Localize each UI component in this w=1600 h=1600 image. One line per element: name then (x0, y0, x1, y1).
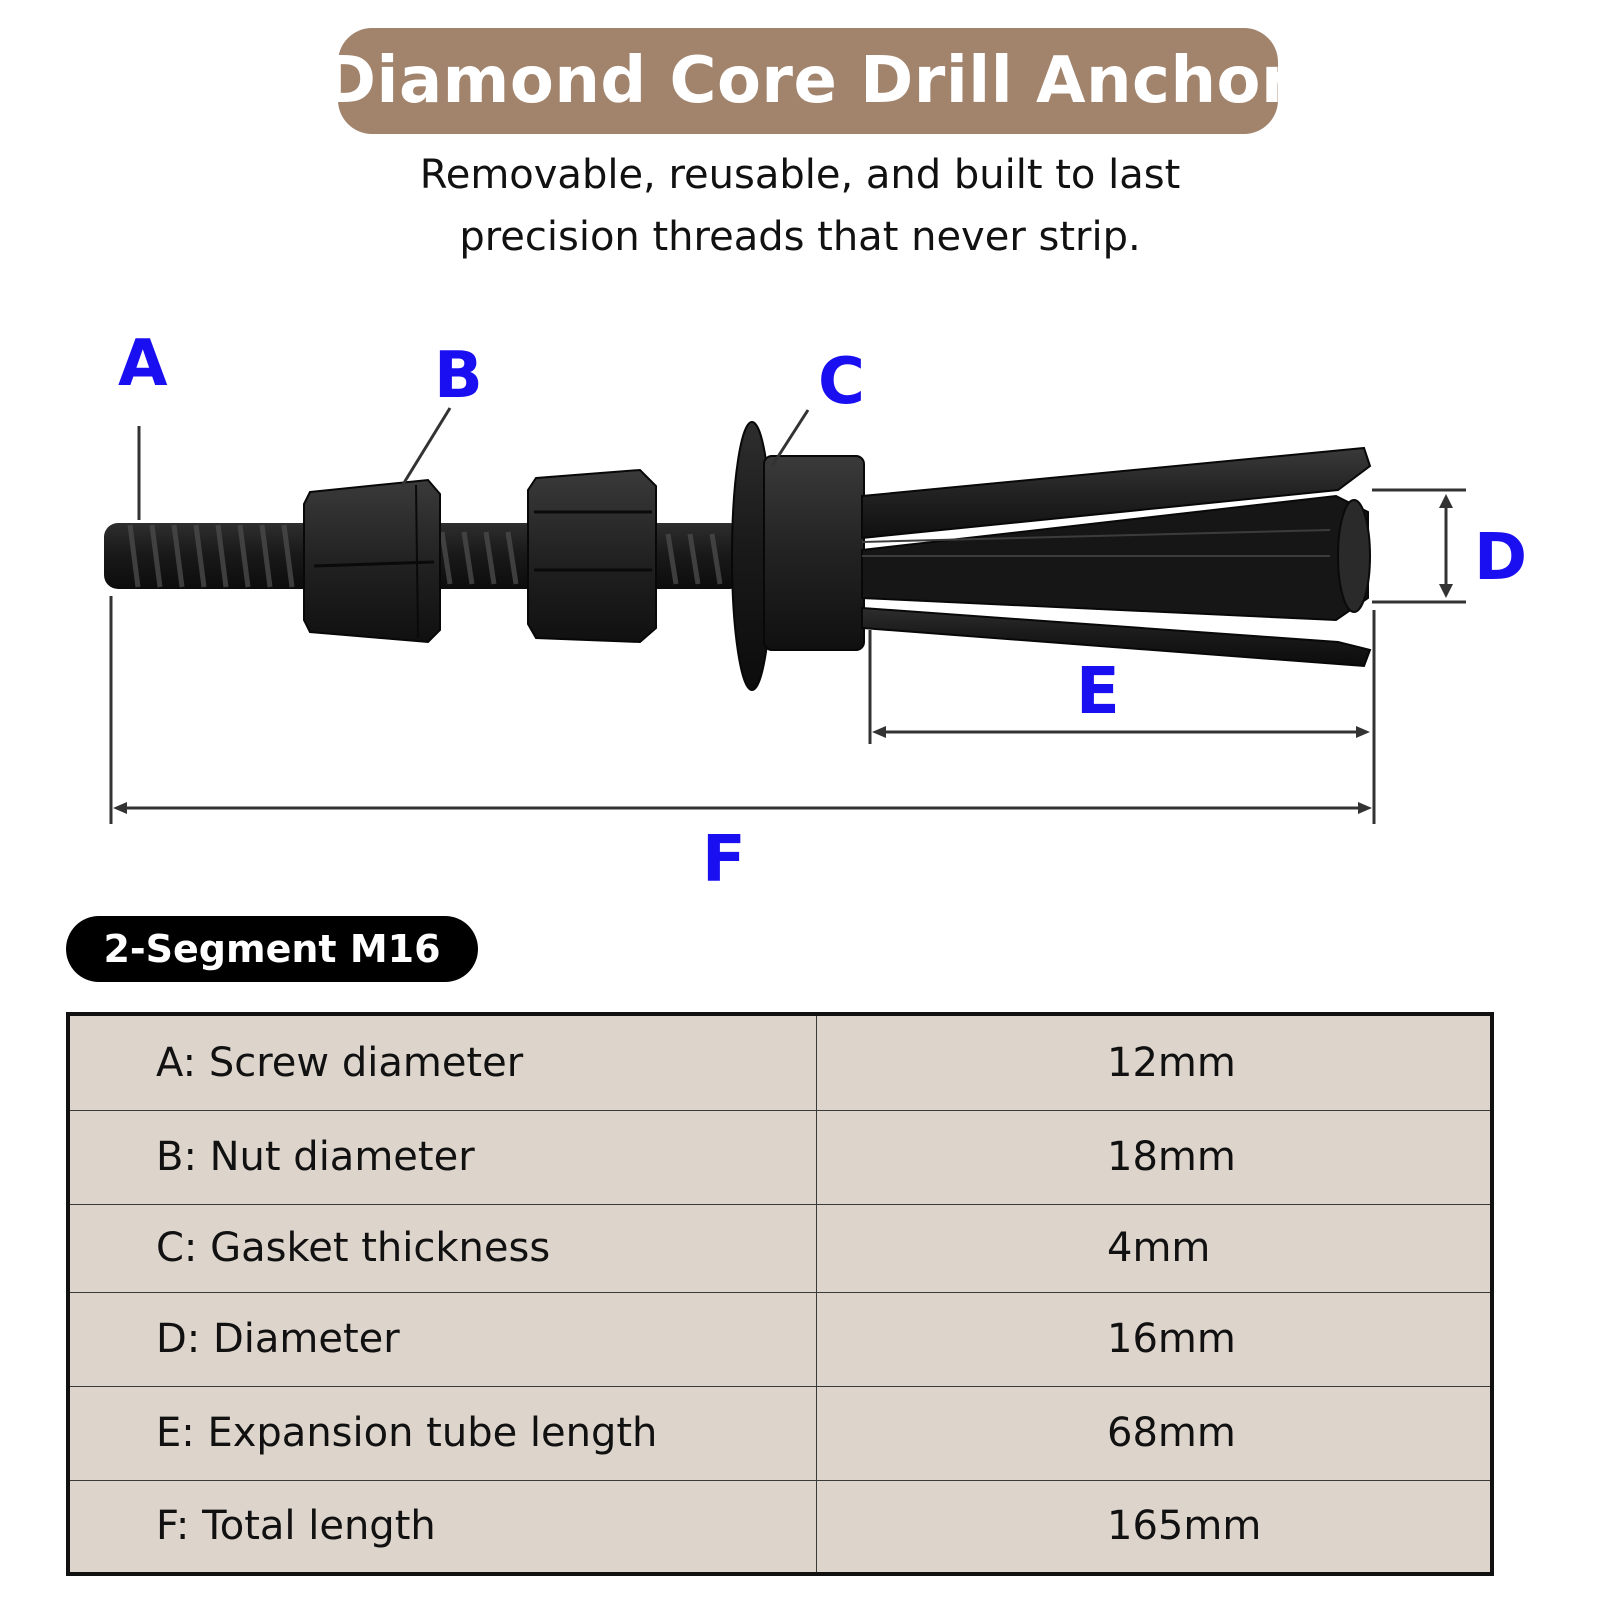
variant-badge: 2-Segment M16 (66, 916, 478, 982)
dimension-e (868, 630, 1370, 744)
page-title: Diamond Core Drill Anchor (322, 44, 1294, 118)
spec-label: C: Gasket thickness (67, 1203, 817, 1293)
table-row: D: Diameter 16mm (67, 1291, 1493, 1387)
spec-table: A: Screw diameter 12mm B: Nut diameter 1… (66, 1012, 1494, 1576)
table-row: C: Gasket thickness 4mm (67, 1203, 1493, 1293)
subtitle-line-1: Removable, reusable, and built to last (419, 152, 1181, 198)
anchor-diagram: A B C D E F (0, 280, 1600, 900)
label-e: E (1076, 655, 1120, 729)
label-d: D (1474, 521, 1528, 595)
spec-value: 12mm (816, 1013, 1493, 1111)
hex-nut-2 (527, 468, 657, 644)
label-a: A (118, 327, 168, 401)
spec-label: B: Nut diameter (67, 1109, 817, 1205)
spec-value: 165mm (816, 1479, 1493, 1575)
spec-label: F: Total length (67, 1479, 817, 1575)
table-row: F: Total length 165mm (67, 1479, 1493, 1575)
spec-value: 18mm (816, 1109, 1493, 1205)
table-row: A: Screw diameter 12mm (67, 1013, 1493, 1111)
label-b: B (434, 339, 483, 413)
spec-value: 4mm (816, 1203, 1493, 1293)
expansion-sleeve (861, 446, 1372, 668)
spec-value: 16mm (816, 1291, 1493, 1387)
expansion-collar (763, 455, 865, 651)
label-c: C (818, 345, 865, 419)
subtitle-line-2: precision threads that never strip. (459, 214, 1141, 260)
dimension-d (1372, 488, 1466, 604)
leader-lines (137, 407, 810, 520)
hex-nut-1 (303, 478, 441, 644)
variant-label: 2-Segment M16 (103, 927, 441, 971)
dimension-f (109, 596, 1376, 824)
spec-label: E: Expansion tube length (67, 1385, 817, 1481)
spec-value: 68mm (816, 1385, 1493, 1481)
spec-label: D: Diameter (67, 1291, 817, 1387)
table-row: B: Nut diameter 18mm (67, 1109, 1493, 1205)
title-banner: Diamond Core Drill Anchor (323, 28, 1293, 134)
table-row: E: Expansion tube length 68mm (67, 1385, 1493, 1481)
spec-label: A: Screw diameter (67, 1013, 817, 1111)
anchor-bolt-drawing (104, 407, 1466, 824)
label-f: F (702, 823, 746, 897)
